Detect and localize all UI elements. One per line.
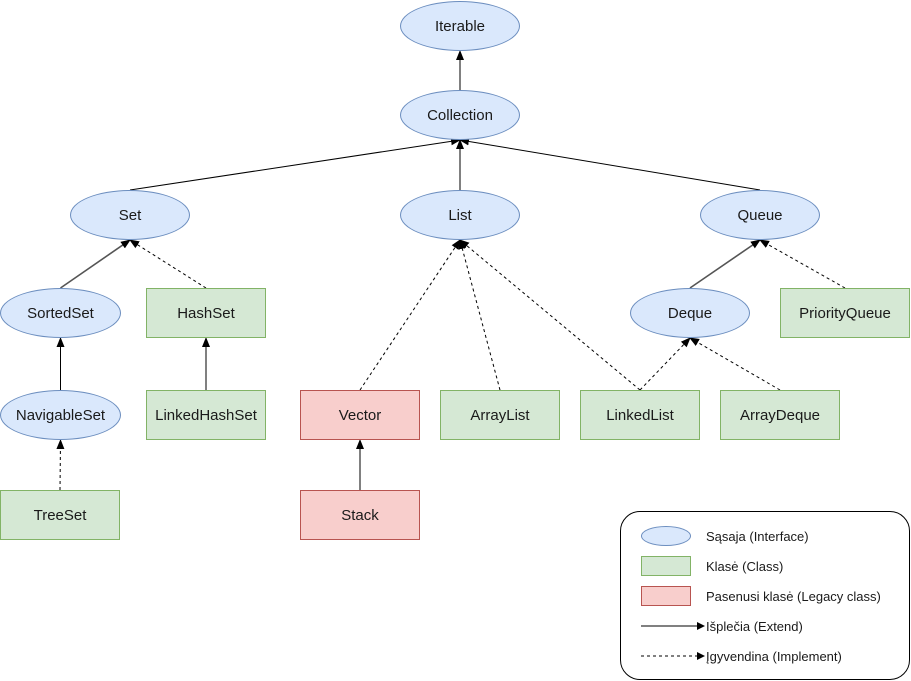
edge-treeset-to-navigableset	[56, 439, 65, 491]
legend-row-extend: Išplečia (Extend)	[621, 615, 909, 637]
node-queue[interactable]: Queue	[700, 190, 820, 240]
node-priorityqueue[interactable]: PriorityQueue	[780, 288, 910, 338]
solid-arrow-icon	[641, 622, 705, 630]
legend: Sąsaja (Interface) Klasė (Class) Pasenus…	[620, 511, 910, 680]
edge-vector-to-list	[359, 239, 461, 391]
legend-row-interface: Sąsaja (Interface)	[621, 525, 909, 547]
node-deque[interactable]: Deque	[630, 288, 750, 338]
edge-hashset-to-set	[129, 239, 207, 289]
node-navigableset[interactable]: NavigableSet	[0, 390, 121, 440]
edge-linkedlist-to-deque	[639, 337, 691, 391]
node-arraylist[interactable]: ArrayList	[440, 390, 560, 440]
edges-layer	[56, 50, 846, 491]
edge-arraydeque-to-deque	[689, 337, 781, 391]
legend-row-legacy: Pasenusi klasė (Legacy class)	[621, 585, 909, 607]
node-set[interactable]: Set	[70, 190, 190, 240]
node-iterable[interactable]: Iterable	[400, 1, 520, 51]
edge-queue-to-collection	[459, 137, 761, 191]
node-linkedlist[interactable]: LinkedList	[580, 390, 700, 440]
edge-linkedlist-to-list	[459, 239, 641, 391]
node-hashset[interactable]: HashSet	[146, 288, 266, 338]
legend-label-extend: Išplečia (Extend)	[706, 618, 803, 634]
node-sortedset[interactable]: SortedSet	[0, 288, 121, 338]
legend-swatch-interface	[641, 526, 691, 546]
node-collection[interactable]: Collection	[400, 90, 520, 140]
legend-label-class: Klasė (Class)	[706, 558, 784, 574]
legend-swatch-class	[641, 556, 691, 576]
legend-row-implement: Įgyvendina (Implement)	[621, 645, 909, 667]
legend-label-implement: Įgyvendina (Implement)	[706, 648, 842, 664]
edge-sortedset-to-set	[60, 239, 131, 289]
legend-swatch-legacy	[641, 586, 691, 606]
node-arraydeque[interactable]: ArrayDeque	[720, 390, 840, 440]
node-treeset[interactable]: TreeSet	[0, 490, 120, 540]
dashed-arrow-icon	[641, 652, 705, 660]
node-vector[interactable]: Vector	[300, 390, 420, 440]
edge-arraylist-to-list	[458, 239, 501, 391]
edge-priorityqueue-to-queue	[759, 239, 846, 289]
legend-label-legacy: Pasenusi klasė (Legacy class)	[706, 588, 881, 604]
edge-deque-to-queue	[689, 239, 761, 289]
node-list[interactable]: List	[400, 190, 520, 240]
node-stack[interactable]: Stack	[300, 490, 420, 540]
legend-row-class: Klasė (Class)	[621, 555, 909, 577]
edge-set-to-collection	[129, 137, 461, 191]
legend-label-interface: Sąsaja (Interface)	[706, 528, 809, 544]
node-linkedhashset[interactable]: LinkedHashSet	[146, 390, 266, 440]
